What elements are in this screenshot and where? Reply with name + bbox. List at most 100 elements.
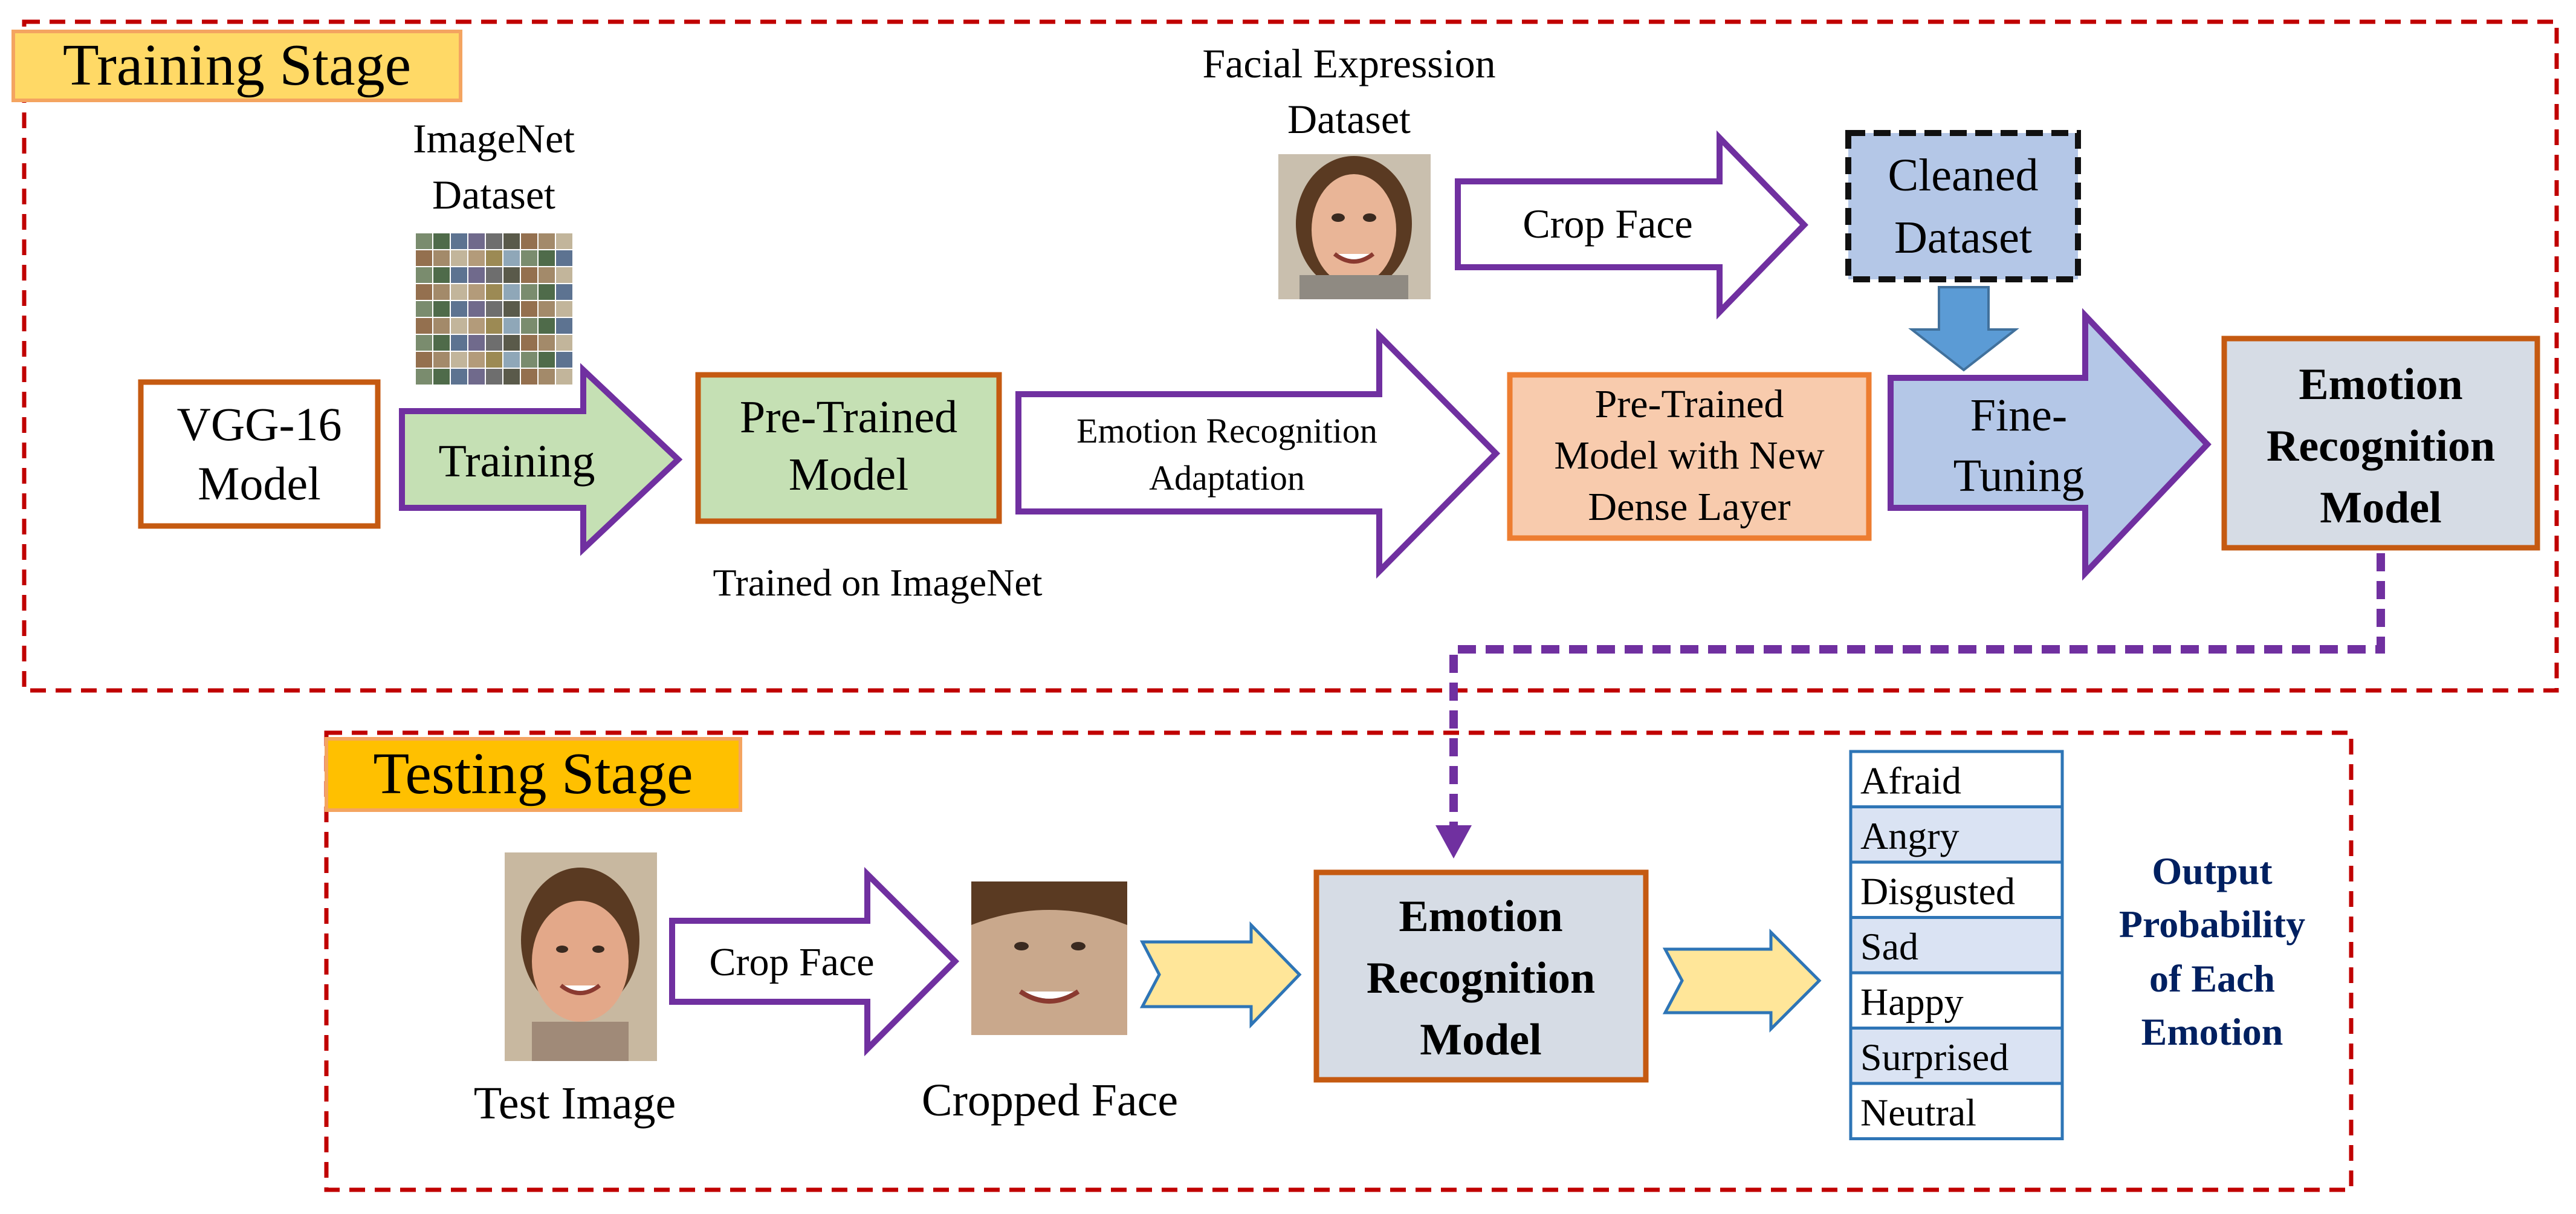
imagenet-thumbnail (416, 335, 432, 351)
training-emotion-model-line1: Emotion (2299, 360, 2462, 409)
imagenet-thumbnail (503, 301, 520, 317)
imagenet-thumbnail (556, 318, 572, 334)
imagenet-thumbnail (521, 267, 537, 283)
training-emotion-model-line3: Model (2320, 483, 2441, 533)
imagenet-thumbnail (416, 352, 432, 368)
imagenet-thumbnail (468, 352, 485, 368)
imagenet-thumbnail (539, 284, 555, 300)
cropped-face-caption: Cropped Face (922, 1075, 1178, 1126)
cleaned-dataset-line1: Cleaned (1888, 150, 2038, 201)
fer-dataset-label-line2: Dataset (1287, 96, 1411, 142)
imagenet-thumbnail (451, 369, 467, 385)
emotion-row-box (1849, 1082, 2064, 1140)
imagenet-thumbnail (556, 335, 572, 351)
imagenet-thumbnail (416, 284, 432, 300)
imagenet-thumbnail (521, 284, 537, 300)
emotion-row-box (1849, 805, 2064, 864)
cleaned-dataset-line2: Dataset (1894, 212, 2032, 263)
fer-sample-face-photo (1278, 154, 1431, 299)
model-transfer-connector (1449, 553, 2385, 828)
imagenet-thumbnail (433, 335, 450, 351)
imagenet-thumbnail (503, 369, 520, 385)
training-stage-label: Training Stage (63, 33, 411, 98)
adaptation-label-line2: Adaptation (1149, 458, 1305, 498)
imagenet-thumbnail (468, 233, 485, 249)
imagenet-thumbnail (486, 250, 502, 266)
training-stage-label-box (11, 30, 462, 102)
imagenet-thumbnail (433, 318, 450, 334)
imagenet-thumbnail (486, 352, 502, 368)
imagenet-thumbnail (468, 369, 485, 385)
imagenet-thumbnail (468, 301, 485, 317)
imagenet-thumbnail (486, 301, 502, 317)
imagenet-thumbnail (539, 352, 555, 368)
test-image-caption: Test Image (474, 1078, 676, 1129)
emotion-row-label: Neutral (1860, 1091, 1976, 1134)
imagenet-thumbnail (521, 369, 537, 385)
training-crop-face-label: Crop Face (1523, 201, 1692, 247)
output-caption-line4: Emotion (2141, 1010, 2283, 1053)
imagenet-thumbnail (503, 267, 520, 283)
imagenet-label-line1: ImageNet (413, 115, 575, 161)
imagenet-thumbnail (539, 233, 555, 249)
imagenet-thumbnail (433, 250, 450, 266)
emotion-row-box (1849, 860, 2064, 919)
imagenet-thumbnail (451, 233, 467, 249)
imagenet-thumbnail (556, 250, 572, 266)
imagenet-thumbnail (451, 267, 467, 283)
model-to-output-arrow (1662, 928, 1822, 1033)
testing-emotion-model-line3: Model (1420, 1015, 1541, 1065)
imagenet-thumbnail (539, 267, 555, 283)
imagenet-thumbnail (416, 233, 432, 249)
imagenet-thumbnail (521, 335, 537, 351)
imagenet-thumbnail (451, 250, 467, 266)
adaptation-arrow (1015, 328, 1501, 579)
imagenet-thumbnail (556, 369, 572, 385)
output-caption-line1: Output (2152, 849, 2273, 892)
imagenet-thumbnail (451, 284, 467, 300)
imagenet-thumbnail (503, 250, 520, 266)
testing-crop-face-arrow (669, 866, 960, 1057)
imagenet-thumbnail (556, 233, 572, 249)
training-arrow-label: Training (438, 436, 595, 487)
pretrained-label-line1: Pre-Trained (740, 392, 957, 443)
training-crop-face-arrow (1455, 130, 1808, 320)
pretrained-label-line2: Model (789, 449, 908, 500)
imagenet-thumbnail (503, 352, 520, 368)
imagenet-thumbnail (556, 301, 572, 317)
output-caption-line3: of Each (2149, 957, 2275, 1000)
imagenet-thumbnail (503, 233, 520, 249)
fine-tuning-line1: Fine- (1970, 390, 2067, 441)
imagenet-thumbnail (433, 233, 450, 249)
imagenet-thumbnail (503, 318, 520, 334)
cropped-to-model-arrow (1139, 921, 1302, 1029)
new-dense-layer-model-box (1507, 372, 1872, 541)
imagenet-thumbnail (433, 301, 450, 317)
imagenet-thumbnail (468, 267, 485, 283)
emotion-row-label: Angry (1860, 814, 1960, 857)
testing-stage-label: Testing Stage (373, 741, 693, 807)
imagenet-thumbnail (486, 335, 502, 351)
imagenet-thumbnail (486, 267, 502, 283)
new-dense-line1: Pre-Trained (1595, 382, 1784, 426)
emotion-row-label: Happy (1860, 981, 1964, 1024)
imagenet-thumbnail (539, 369, 555, 385)
imagenet-thumbnail (433, 267, 450, 283)
fine-tuning-line2: Tuning (1953, 450, 2085, 501)
model-transfer-arrowhead (1435, 825, 1472, 859)
training-arrow (399, 363, 683, 556)
new-dense-line2: Model with New (1554, 433, 1825, 478)
imagenet-thumbnail (521, 301, 537, 317)
imagenet-thumbnail (556, 267, 572, 283)
testing-crop-face-label: Crop Face (709, 940, 874, 984)
cropped-face-photo (971, 881, 1127, 1035)
imagenet-thumbnail (556, 352, 572, 368)
training-emotion-model-line2: Recognition (2267, 421, 2495, 471)
output-caption-line2: Probability (2119, 903, 2305, 946)
imagenet-thumbnail (433, 284, 450, 300)
imagenet-label-line2: Dataset (432, 172, 555, 218)
imagenet-thumbnail (451, 352, 467, 368)
imagenet-thumbnail (451, 318, 467, 334)
emotion-row-box (1849, 750, 2064, 808)
emotion-row-box (1849, 1027, 2064, 1085)
